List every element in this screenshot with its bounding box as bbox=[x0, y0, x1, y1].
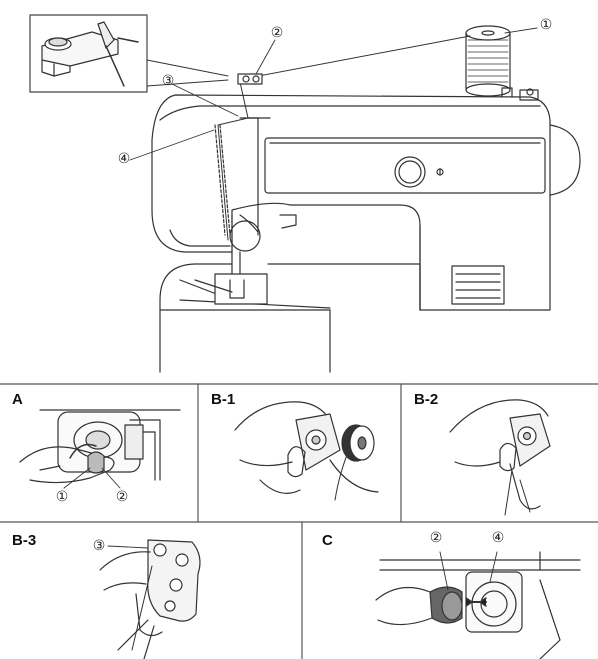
callout-main-4: ④ bbox=[117, 151, 131, 167]
panel-label-b2: B-2 bbox=[414, 391, 439, 408]
callout-main-2: ② bbox=[270, 25, 284, 41]
callout-c-2: ② bbox=[429, 530, 443, 546]
callout-b3-3: ③ bbox=[92, 538, 106, 554]
panel-label-c: C bbox=[322, 532, 333, 549]
machine-base bbox=[159, 263, 421, 373]
callout-c-4: ④ bbox=[491, 530, 505, 546]
panel-label-b3: B-3 bbox=[12, 532, 37, 549]
panel-b3-illustration bbox=[99, 539, 201, 659]
callout-a-2: ② bbox=[115, 489, 129, 505]
thread-path bbox=[217, 35, 471, 241]
panel-c-illustration bbox=[375, 551, 581, 659]
vent-grill bbox=[451, 265, 505, 305]
machine-body-outline bbox=[151, 94, 551, 311]
pattern-dial bbox=[394, 156, 426, 188]
thread-guide-inset bbox=[29, 14, 229, 93]
panel-label-b1: B-1 bbox=[211, 391, 236, 408]
callout-main-3: ③ bbox=[161, 73, 175, 89]
panel-grid bbox=[0, 383, 598, 659]
panel-b2-illustration bbox=[449, 399, 551, 516]
sewing-machine-illustration bbox=[29, 14, 581, 373]
front-panel bbox=[264, 137, 546, 194]
panel-b1-illustration bbox=[234, 401, 379, 501]
panel-label-a: A bbox=[12, 391, 23, 408]
callout-main-1: ① bbox=[539, 17, 553, 33]
thread-spool bbox=[465, 25, 511, 97]
panel-a-illustration bbox=[19, 409, 181, 489]
callout-a-1: ① bbox=[55, 489, 69, 505]
